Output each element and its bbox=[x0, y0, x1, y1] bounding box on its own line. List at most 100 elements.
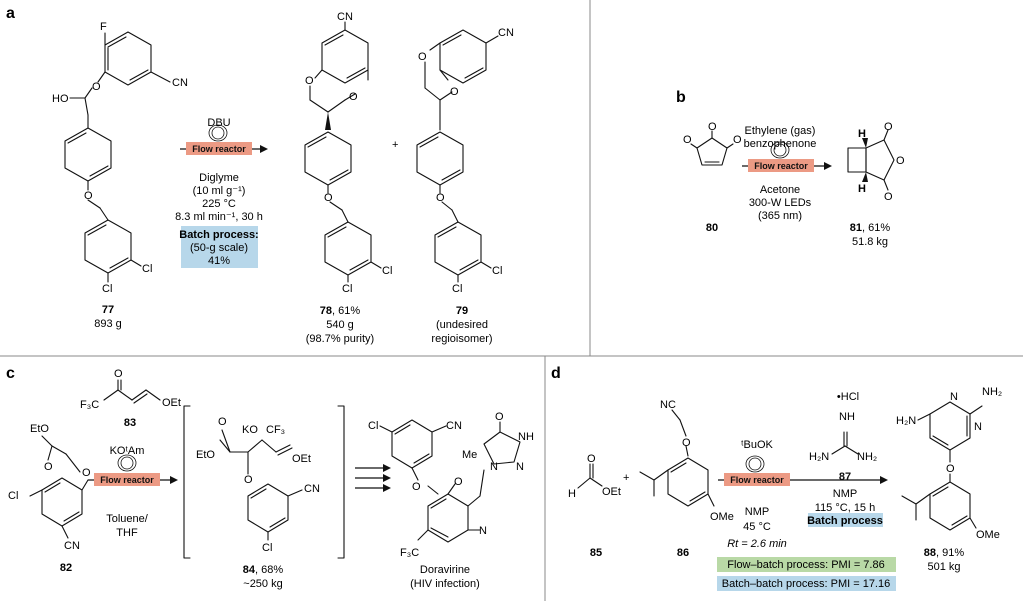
compound-81-mass: 51.8 kg bbox=[852, 236, 888, 248]
panel-b-letter: b bbox=[676, 89, 686, 106]
batch-scale-label: (50-g scale) bbox=[190, 242, 248, 254]
batch-batch-pmi-label: Batch–batch process: PMI = 17.16 bbox=[722, 578, 890, 590]
doravirine-structure bbox=[379, 419, 521, 543]
compound-85-structure bbox=[577, 463, 603, 489]
guanidine-structure bbox=[831, 431, 859, 455]
reagent-tbuok: ᵗBuOK bbox=[741, 439, 773, 451]
compound-79-note: (undesired bbox=[436, 319, 488, 331]
reagent-kotam: KOᵗAm bbox=[110, 445, 145, 457]
atom-o: O bbox=[349, 91, 358, 103]
product-note: (HIV infection) bbox=[410, 578, 480, 590]
atom-o: O bbox=[92, 81, 101, 93]
compound-84-label: 84 bbox=[243, 564, 256, 576]
compound-81-caption: 81, 61% bbox=[850, 222, 891, 234]
atom-o: O bbox=[682, 437, 691, 449]
atom-o: O bbox=[412, 481, 421, 493]
compound-88-mass: 501 kg bbox=[927, 561, 960, 573]
atom-o: O bbox=[82, 467, 91, 479]
wavelength-label: (365 nm) bbox=[758, 210, 802, 222]
atom-cl: Cl bbox=[368, 420, 378, 432]
salt-label: •HCl bbox=[837, 391, 859, 403]
solvent-label: Diglyme bbox=[199, 172, 239, 184]
atom-o: O bbox=[418, 51, 427, 63]
solvent-label: Toluene/ bbox=[106, 513, 149, 525]
atom-f3c: F₃C bbox=[400, 547, 419, 559]
compound-79-label: 79 bbox=[456, 305, 468, 317]
atom-nh: NH bbox=[518, 431, 534, 443]
atom-ome: OMe bbox=[710, 511, 734, 523]
atom-o: O bbox=[733, 134, 742, 146]
atom-n: N bbox=[974, 421, 982, 433]
atom-o: O bbox=[946, 463, 955, 475]
multistep-arrows bbox=[355, 464, 391, 492]
panel-b: b O O O 80 Ethylene (gas) benzophenone F… bbox=[676, 89, 905, 248]
atom-f3c: F₃C bbox=[80, 399, 99, 411]
temperature-label: 45 °C bbox=[743, 521, 771, 533]
atom-o: O bbox=[683, 134, 692, 146]
panel-a-letter: a bbox=[6, 5, 15, 22]
reaction-arrow-a bbox=[180, 124, 268, 155]
compound-78-label: 78 bbox=[320, 305, 332, 317]
compound-84-mass: ~250 kg bbox=[243, 578, 282, 590]
batch-process-label: Batch process bbox=[807, 515, 883, 527]
atom-nh: NH bbox=[839, 411, 855, 423]
atom-n: N bbox=[516, 461, 524, 473]
atom-nh2: NH₂ bbox=[982, 386, 1002, 398]
atom-cn: CN bbox=[64, 540, 80, 552]
batch-yield-label: 41% bbox=[208, 255, 230, 267]
flow-batch-pmi-box bbox=[717, 557, 896, 572]
temperature-label: 225 °C bbox=[202, 198, 236, 210]
atom-cn: CN bbox=[304, 483, 320, 495]
compound-80-label: 80 bbox=[706, 222, 718, 234]
solvent-label: Acetone bbox=[760, 184, 800, 196]
atom-cn: CN bbox=[498, 27, 514, 39]
atom-o: O bbox=[587, 453, 596, 465]
compound-77-label: 77 bbox=[102, 304, 114, 316]
flow-batch-pmi-label: Flow–batch process: PMI = 7.86 bbox=[727, 559, 884, 571]
atom-o: O bbox=[450, 86, 459, 98]
atom-o: O bbox=[884, 191, 893, 203]
compound-81-yield: , 61% bbox=[862, 222, 890, 234]
atom-o: O bbox=[218, 416, 227, 428]
compound-83-label: 83 bbox=[124, 417, 136, 429]
compound-82-label: 82 bbox=[60, 562, 72, 574]
compound-77-structure bbox=[64, 31, 171, 283]
atom-cn: CN bbox=[337, 11, 353, 23]
atom-o: O bbox=[495, 411, 504, 423]
solvent-label: THF bbox=[116, 527, 138, 539]
reaction-arrow-c bbox=[88, 454, 178, 486]
solvent-label: NMP bbox=[833, 488, 857, 500]
plus-sign: + bbox=[392, 139, 398, 151]
batch-process-box bbox=[808, 513, 883, 527]
atom-cl: Cl bbox=[262, 542, 272, 554]
reagent-ethylene: Ethylene (gas) bbox=[745, 125, 816, 137]
atom-o: O bbox=[114, 368, 123, 380]
atom-cl: Cl bbox=[142, 263, 152, 275]
atom-nc: NC bbox=[660, 399, 676, 411]
compound-83-structure bbox=[103, 379, 161, 404]
atom-h: H bbox=[568, 488, 576, 500]
compound-78-mass: 540 g bbox=[326, 319, 354, 331]
atom-cl: Cl bbox=[492, 265, 502, 277]
atom-ho: HO bbox=[52, 93, 69, 105]
compound-87-label: 87 bbox=[839, 471, 851, 483]
compound-84-structure bbox=[219, 429, 303, 541]
batch-process-title: Batch process: bbox=[179, 229, 258, 241]
atom-ome: OMe bbox=[976, 529, 1000, 541]
atom-eto: EtO bbox=[196, 449, 215, 461]
compound-85-label: 85 bbox=[590, 547, 602, 559]
reaction-arrow-d-batch bbox=[800, 476, 888, 484]
atom-h2n: H₂N bbox=[896, 415, 916, 427]
atom-cn: CN bbox=[446, 420, 462, 432]
compound-78-purity: (98.7% purity) bbox=[306, 333, 374, 345]
atom-cl: Cl bbox=[102, 283, 112, 295]
compound-88-structure bbox=[901, 401, 983, 531]
atom-o: O bbox=[896, 155, 905, 167]
loading-label: (10 ml g⁻¹) bbox=[193, 185, 246, 197]
compound-80-structure bbox=[690, 130, 734, 166]
batch-conditions-label: 115 °C, 15 h bbox=[815, 502, 875, 514]
atom-oet: OEt bbox=[162, 397, 181, 409]
atom-f: F bbox=[100, 21, 107, 33]
rate-time-label: 8.3 ml min⁻¹, 30 h bbox=[175, 211, 263, 223]
